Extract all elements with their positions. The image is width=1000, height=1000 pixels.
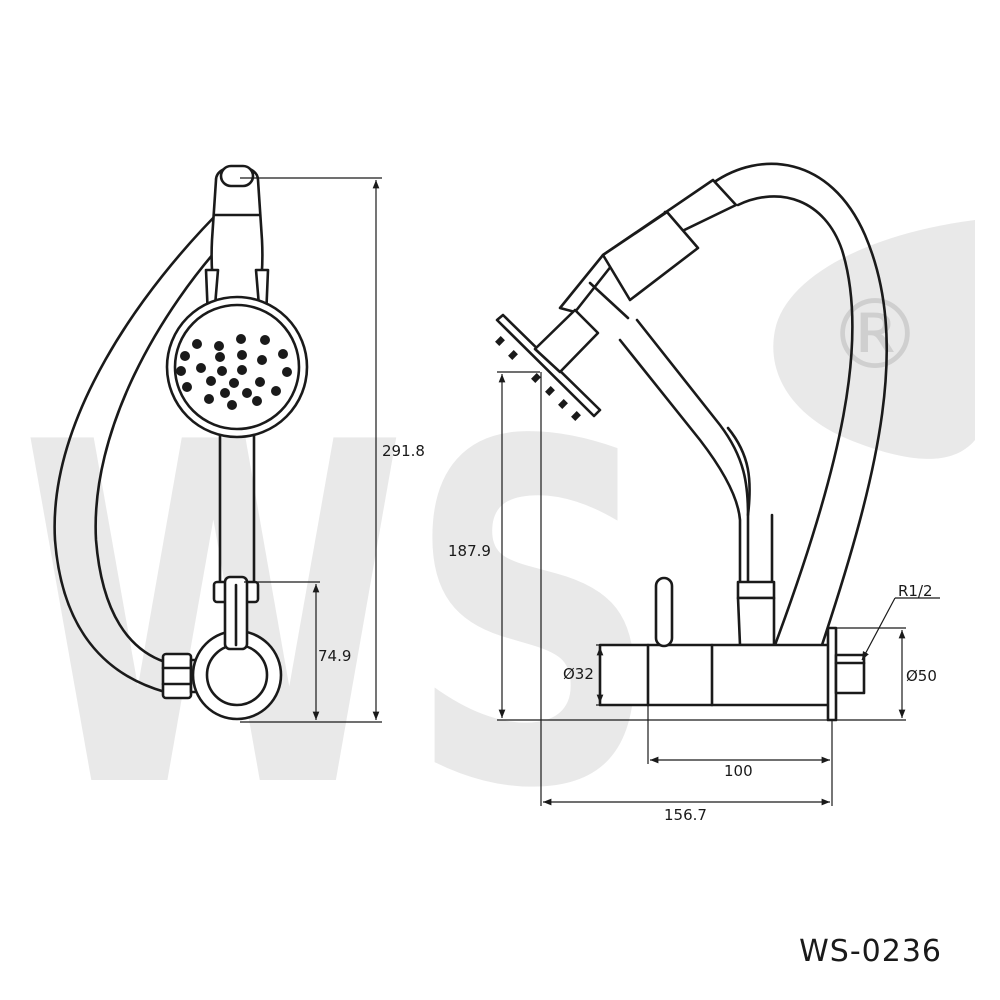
- model-code: WS-0236: [799, 934, 942, 969]
- side-shower-nozzles: [495, 336, 581, 421]
- front-view: 291.8 74.9: [53, 164, 425, 723]
- dim-total-reach: 156.7: [664, 806, 707, 824]
- side-thread: [834, 653, 866, 695]
- dim-thread: R1/2: [898, 582, 933, 600]
- front-shower-nozzles: [176, 334, 292, 410]
- watermark: WS ®: [20, 220, 975, 891]
- front-shower-face: [173, 303, 301, 431]
- front-body-bore: [205, 643, 269, 707]
- dim-spout-height: 187.9: [448, 542, 491, 560]
- front-hose: [53, 203, 228, 694]
- side-view: 187.9 Ø32 Ø50 R1/2 100 156.7: [448, 162, 940, 824]
- side-shower-head: [495, 313, 602, 418]
- dim-body-length: 100: [724, 762, 753, 780]
- side-hose-inner: [736, 195, 854, 647]
- dim-base-height: 74.9: [318, 647, 351, 665]
- watermark-registered-mark: ®: [827, 279, 923, 391]
- dim-body-diameter: Ø32: [563, 665, 594, 683]
- side-spout-collar: [736, 580, 776, 600]
- dim-flange-diameter: Ø50: [906, 667, 937, 685]
- dim-total-height: 291.8: [382, 442, 425, 460]
- front-hose-inner: [94, 233, 232, 664]
- side-body-tube: [598, 643, 832, 707]
- side-hose: [711, 162, 889, 647]
- watermark-leaf: [773, 220, 975, 459]
- side-lever: [654, 576, 674, 648]
- front-hose-nut: [161, 652, 193, 700]
